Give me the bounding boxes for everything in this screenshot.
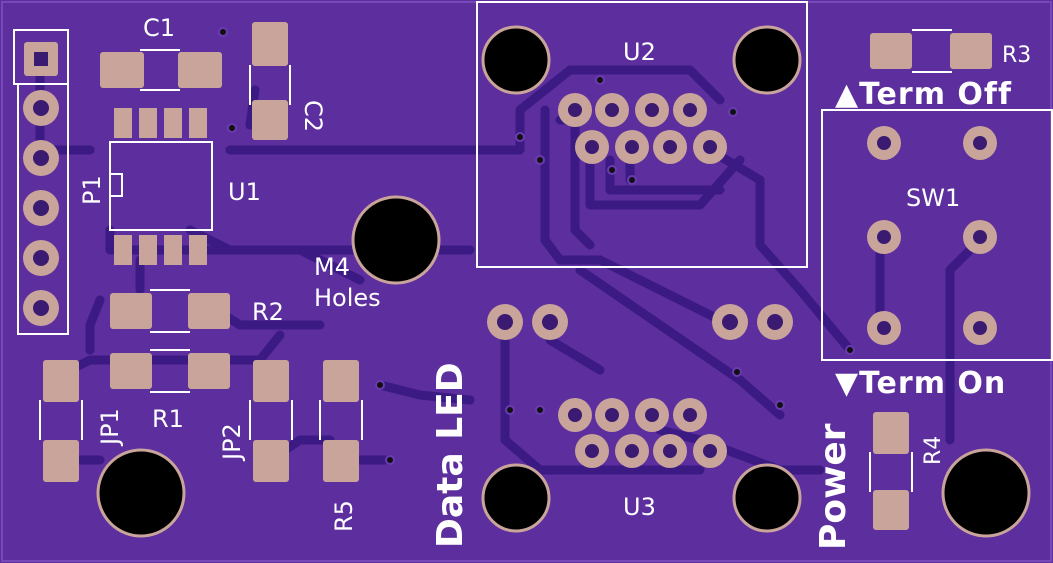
label-r3: R3 <box>1002 43 1031 68</box>
vias <box>218 27 855 465</box>
label-p1: P1 <box>78 175 106 205</box>
capacitor-c2 <box>249 22 291 140</box>
label-c2: C2 <box>299 100 327 132</box>
mount-hole-u2-left <box>481 25 551 95</box>
label-sw1: SW1 <box>906 184 960 212</box>
mounting-holes <box>96 25 1031 538</box>
capacitor-c1 <box>100 49 222 91</box>
label-term-on: ▼Term On <box>835 366 1006 401</box>
label-jp1: JP1 <box>96 408 124 447</box>
label-term-off: ▲Term Off <box>835 77 1012 112</box>
mount-hole-u3-left <box>481 463 551 533</box>
label-data-led: Data LED <box>430 362 471 548</box>
connector-u2 <box>476 1 808 268</box>
mount-hole-m4 <box>351 195 441 285</box>
label-holes: Holes <box>314 284 381 312</box>
label-r5: R5 <box>330 500 358 532</box>
jumper-jp2 <box>249 360 293 482</box>
label-power: Power <box>813 423 854 550</box>
mount-hole-u3-right <box>732 463 802 533</box>
header-p1 <box>13 29 69 335</box>
ic-u1 <box>109 108 213 265</box>
mount-hole-u2-right <box>732 25 802 95</box>
mount-hole-bottom-left <box>96 448 186 538</box>
mount-hole-bottom-right <box>941 448 1031 538</box>
label-u1: U1 <box>228 178 261 206</box>
label-r1: R1 <box>152 405 184 433</box>
label-u2: U2 <box>623 38 656 66</box>
connector-u3 <box>558 398 727 468</box>
label-c1: C1 <box>143 14 175 42</box>
label-m4: M4 <box>314 253 350 281</box>
jumper-jp1 <box>39 360 83 482</box>
resistor-r1 <box>110 349 230 393</box>
resistor-r5 <box>319 360 363 482</box>
switch-sw1 <box>821 109 1053 361</box>
led-pads <box>487 304 793 340</box>
resistor-r2 <box>110 289 230 333</box>
label-jp2: JP2 <box>218 423 246 462</box>
label-r4: R4 <box>921 436 946 465</box>
label-r2: R2 <box>252 298 284 326</box>
label-u3: U3 <box>623 493 656 521</box>
resistor-r3 <box>870 29 992 73</box>
resistor-r4 <box>869 412 913 530</box>
